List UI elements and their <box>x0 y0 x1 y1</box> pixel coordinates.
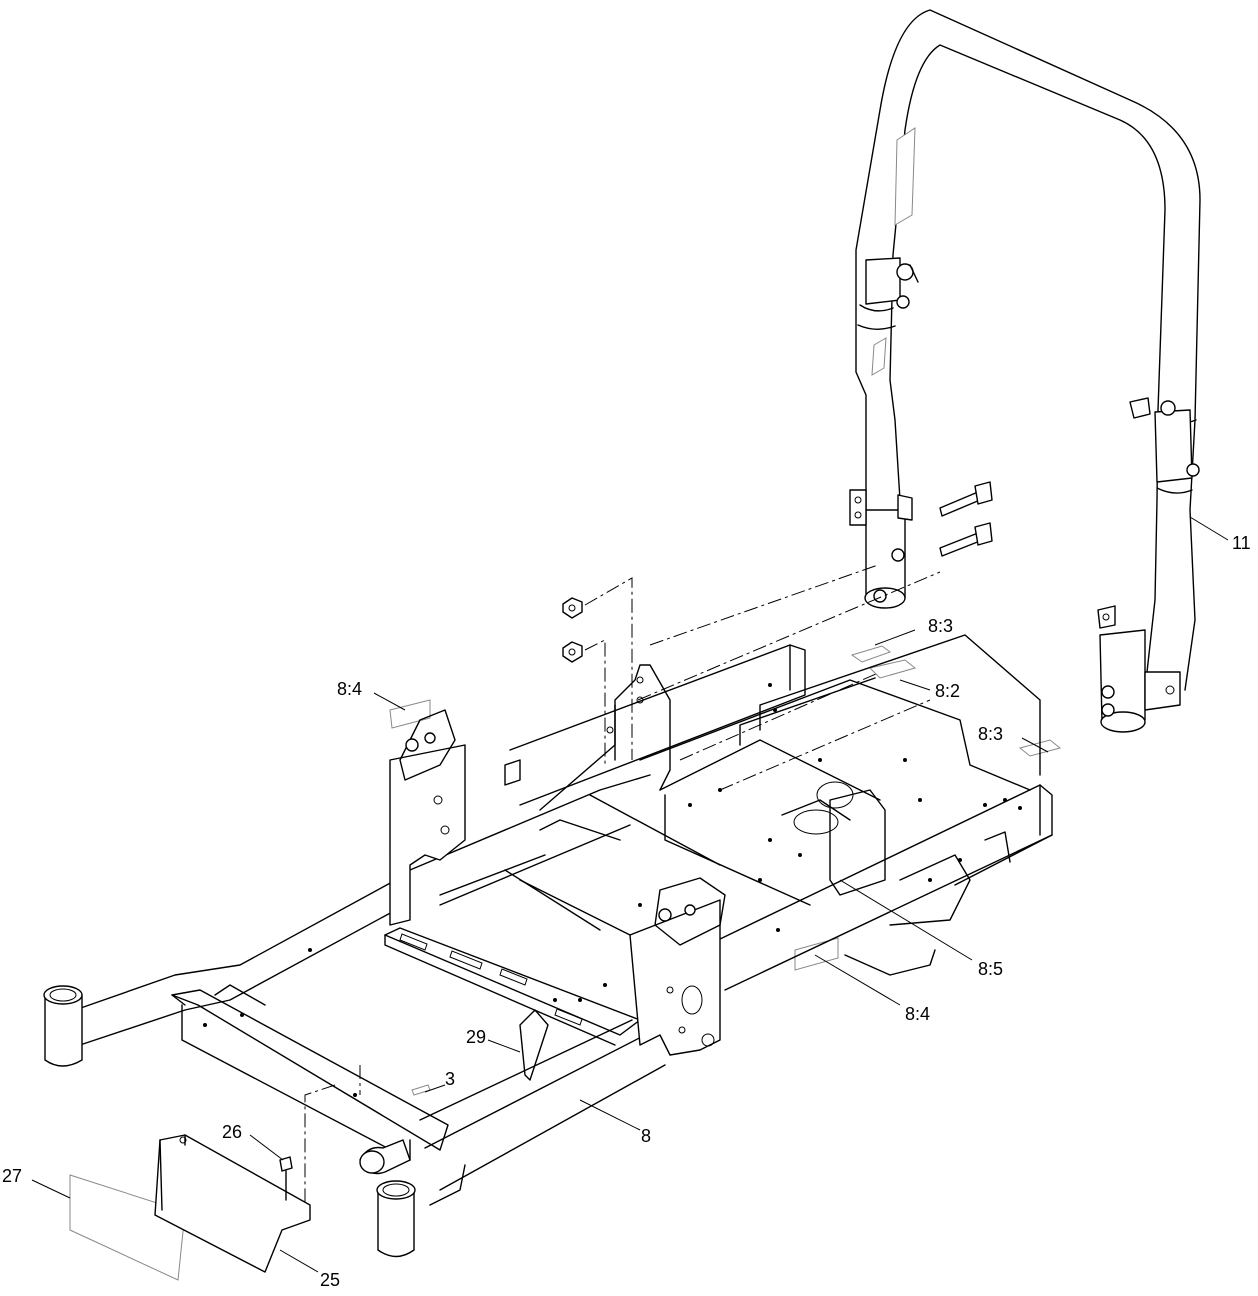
frame-holes <box>203 683 1022 1097</box>
callout-3: 3 <box>445 1069 455 1089</box>
flange-nuts <box>562 597 583 663</box>
decals <box>69 645 1062 1281</box>
callout-8-3-upper: 8:3 <box>928 616 953 636</box>
callout-11: 11 <box>1232 533 1251 553</box>
assembly-lines <box>304 564 941 1220</box>
callout-8-4-lower: 8:4 <box>905 1004 930 1024</box>
callout-8-2: 8:2 <box>935 681 960 701</box>
leader-lines <box>31 516 1229 1273</box>
callout-29: 29 <box>466 1027 486 1047</box>
roll-bar <box>849 9 1201 733</box>
callout-8-5: 8:5 <box>978 959 1003 979</box>
callout-27: 27 <box>2 1166 22 1186</box>
chassis-frame <box>43 634 1053 1273</box>
callout-8-4-upper: 8:4 <box>337 679 362 699</box>
callout-25: 25 <box>320 1270 340 1290</box>
callout-8-3-right: 8:3 <box>978 724 1003 744</box>
callout-26: 26 <box>222 1122 242 1142</box>
callouts: 11 8:3 8:2 8:4 8:3 8:5 8:4 29 3 8 26 27 … <box>2 533 1251 1290</box>
callout-8: 8 <box>641 1126 651 1146</box>
